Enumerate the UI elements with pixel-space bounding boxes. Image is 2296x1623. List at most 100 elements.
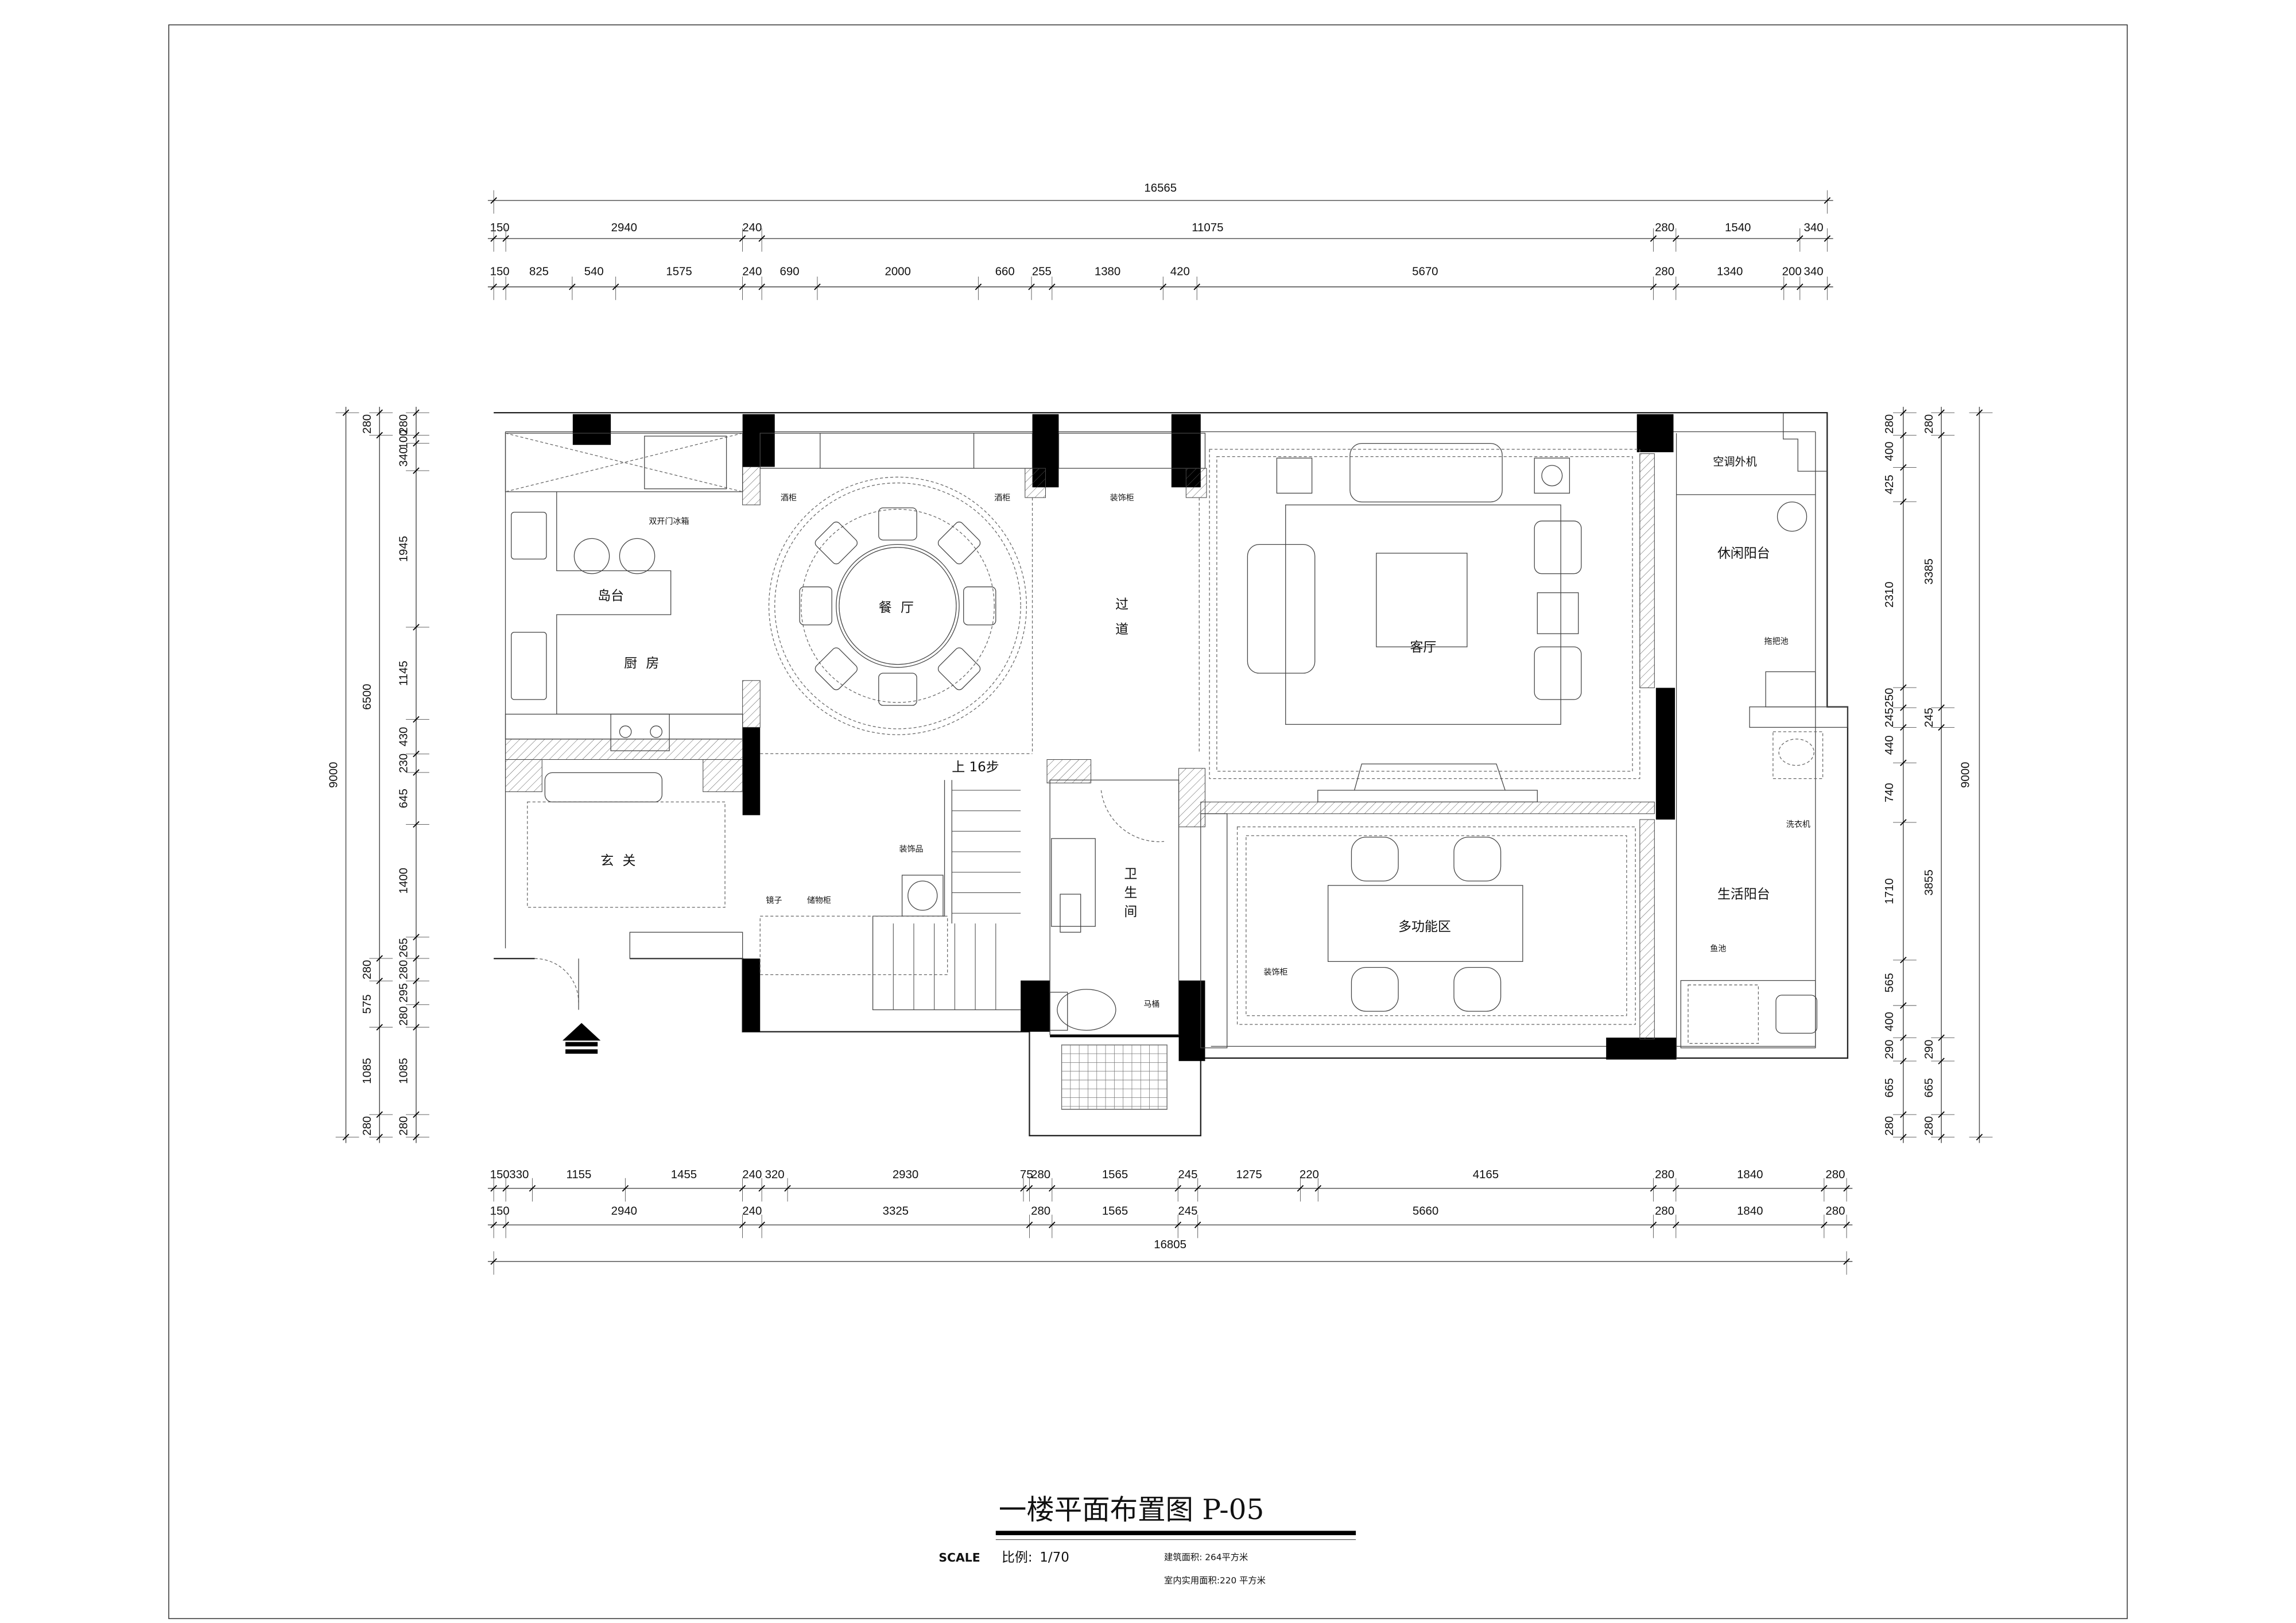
- dimension-label: 200: [1782, 265, 1802, 278]
- dimension-tick: [1194, 1221, 1201, 1229]
- dimension-label: 1400: [398, 868, 410, 894]
- dimension-label: 290: [1883, 1039, 1896, 1059]
- structural-columns: [572, 414, 1677, 1061]
- dimension-tick: [758, 1185, 765, 1192]
- staircase: [759, 780, 1021, 1011]
- dimension-label: 220: [1300, 1168, 1319, 1181]
- dimension-chain-left-total: 9000: [327, 406, 359, 1143]
- dimension-label: 2310: [1883, 581, 1896, 607]
- dimension-tick: [1900, 957, 1907, 964]
- dimension-tick: [612, 284, 619, 290]
- dimension-label: 280: [1655, 265, 1674, 278]
- dimension-label: 245: [1178, 1205, 1197, 1218]
- dimension-tick: [376, 1111, 383, 1118]
- dimension-chain-bottom-total: 16805: [487, 1238, 1853, 1275]
- dimension-label: 575: [361, 995, 374, 1014]
- dimension-chain-left-row2: 2801003401945114543023064514002652802952…: [398, 406, 429, 1143]
- dimension-label: 440: [1883, 735, 1896, 755]
- dimension-label: 1945: [398, 536, 410, 562]
- label-utility-balcony: 生活阳台: [1717, 887, 1770, 902]
- dimension-tick: [1020, 1185, 1027, 1192]
- dimension-tick: [1194, 1185, 1201, 1192]
- dimension-label: 1575: [666, 265, 692, 278]
- dimension-tick: [502, 235, 509, 242]
- dimension-tick: [1314, 1185, 1322, 1192]
- dimension-tick: [739, 1221, 746, 1229]
- dimension-tick: [1900, 1111, 1907, 1118]
- dimension-tick: [376, 409, 383, 416]
- dimension-tick: [1900, 724, 1907, 731]
- dimension-label: 5670: [1412, 265, 1438, 278]
- dimension-label: 280: [1655, 222, 1674, 234]
- dining-fixtures: [759, 433, 1033, 754]
- dimension-tick: [1843, 1258, 1850, 1265]
- label-leisure-balcony: 休闲阳台: [1717, 546, 1770, 561]
- dimension-label: 1840: [1737, 1205, 1763, 1218]
- dimension-tick: [490, 235, 497, 242]
- dimension-label: 1380: [1095, 265, 1120, 278]
- dimension-tick: [1650, 1185, 1657, 1192]
- dimension-label: 255: [1032, 265, 1052, 278]
- dimension-label: 2940: [611, 222, 637, 234]
- dimension-label: 280: [1923, 1116, 1936, 1136]
- dimension-label: 1155: [567, 1168, 592, 1181]
- kitchen-fixtures: [505, 433, 743, 751]
- dimension-label: 3855: [1923, 869, 1936, 895]
- dimension-chain-right-total: 9000: [1960, 406, 1993, 1143]
- dimension-tick: [1821, 1221, 1828, 1229]
- dimension-label: 1840: [1737, 1168, 1763, 1181]
- dimension-label: 1085: [398, 1058, 410, 1084]
- dimension-tick: [1049, 1185, 1056, 1192]
- balcony-fixtures: [1676, 413, 1848, 1058]
- dimension-tick: [1900, 432, 1907, 439]
- dimension-tick: [1938, 724, 1945, 731]
- dimension-tick: [1900, 704, 1907, 711]
- dimension-tick: [1843, 1185, 1850, 1192]
- dimension-tick: [1049, 284, 1056, 290]
- dimension-label: 340: [1804, 265, 1824, 278]
- dimension-label: 1085: [361, 1058, 374, 1084]
- dimension-tick: [814, 284, 821, 290]
- dimension-label: 280: [1031, 1168, 1050, 1181]
- label-corridor: 过道: [1113, 597, 1128, 647]
- dimension-label: 340: [398, 447, 410, 467]
- dimension-tick: [413, 624, 420, 631]
- dimension-tick: [376, 977, 383, 985]
- dimension-label: 280: [361, 414, 374, 434]
- dimension-label: 280: [1031, 1205, 1050, 1218]
- dimension-tick: [490, 1221, 497, 1229]
- dimension-label: 150: [490, 1205, 510, 1218]
- label-stairs: 上 16步: [952, 760, 999, 775]
- dimension-tick: [569, 284, 576, 290]
- dimension-label: 1340: [1717, 265, 1743, 278]
- dimension-tick: [1938, 432, 1945, 439]
- dimension-label: 665: [1883, 1078, 1896, 1097]
- dimension-tick: [1673, 235, 1680, 242]
- ratio-label: 比例:: [1002, 1550, 1033, 1565]
- dimension-tick: [490, 1185, 497, 1192]
- label-mirror: 镜子: [766, 896, 782, 905]
- dimension-chain-right-row1: 2804004252310250245440740171056540029066…: [1883, 406, 1917, 1143]
- inner-wall-line: [505, 431, 1816, 1047]
- dimension-tick: [758, 284, 765, 290]
- dimension-label: 280: [1655, 1205, 1674, 1218]
- dimension-tick: [1026, 1185, 1033, 1192]
- dimension-tick: [784, 1185, 791, 1192]
- dimension-tick: [1824, 235, 1831, 242]
- dimension-tick: [413, 440, 420, 447]
- dimension-tick: [622, 1185, 629, 1192]
- label-bathroom: 卫生间: [1122, 867, 1137, 923]
- dimension-label: 250: [1883, 688, 1896, 708]
- label-kitchen: 厨房: [624, 656, 668, 671]
- dimension-label: 430: [398, 727, 410, 747]
- dimension-tick: [413, 1111, 420, 1118]
- label-foyer: 玄关: [600, 853, 644, 868]
- dimension-label: 280: [1825, 1205, 1845, 1218]
- dimension-tick: [1193, 284, 1200, 290]
- dimension-tick: [413, 977, 420, 985]
- dimension-label: 150: [490, 222, 510, 234]
